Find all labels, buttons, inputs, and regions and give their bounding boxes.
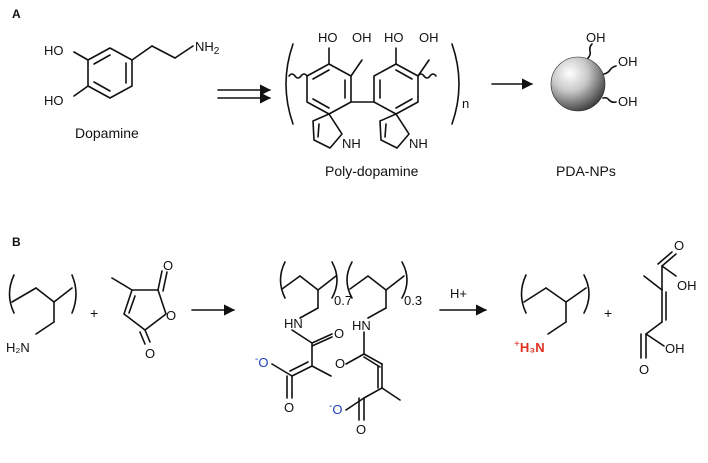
carboxylate-1: -O: [255, 354, 268, 370]
polydopamine-oh-1: HO: [318, 30, 338, 45]
dopamine-amine: NH2: [195, 39, 220, 57]
citraconic-acid-structure: [640, 251, 677, 359]
copolymer-structure: [271, 261, 408, 421]
nanoparticle-name: PDA-NPs: [556, 163, 616, 179]
amide-o-2: O: [335, 356, 345, 371]
acid-oh-top: OH: [677, 278, 697, 293]
acid-o-bottom: O: [639, 362, 649, 377]
dopamine-name: Dopamine: [75, 125, 139, 141]
anhydride-o-bottom: O: [145, 346, 155, 361]
plus-sign-1: +: [90, 305, 98, 321]
acid-oh-bottom: OH: [665, 341, 685, 356]
polydopamine-oh-3: HO: [384, 30, 404, 45]
polydopamine-name: Poly-dopamine: [325, 163, 419, 179]
nanoparticle-oh-2: OH: [618, 54, 638, 69]
polydopamine-oh-4: OH: [419, 30, 439, 45]
polyallylamine-amine: H₂N: [6, 340, 30, 355]
polydopamine-nh-2: NH: [409, 136, 428, 151]
panel-a-label: A: [12, 7, 21, 21]
plus-sign-2: +: [604, 305, 612, 321]
ammonium: +H₃N: [514, 339, 545, 355]
nanoparticle-oh-3: OH: [618, 94, 638, 109]
amide-nh-2: HN: [352, 318, 371, 333]
panel-b-label: B: [12, 235, 21, 249]
polydopamine-oh-2: OH: [352, 30, 372, 45]
amide-nh-1: HN: [284, 316, 303, 331]
protonated-polyallylamine-structure: [520, 274, 590, 335]
ratio-0-7: 0.7: [334, 293, 352, 308]
amide-o-1: O: [334, 326, 344, 341]
carboxylate-2: -O: [329, 401, 342, 417]
polyallylamine-structure: [8, 274, 77, 335]
polydopamine-repeat: n: [462, 96, 469, 111]
carboxylate-o-1: O: [284, 400, 294, 415]
citraconic-anhydride-structure: [111, 270, 168, 345]
carboxylate-o-2: O: [356, 422, 366, 437]
dopamine-oh-top: HO: [44, 43, 64, 58]
acid-o-top: O: [674, 238, 684, 253]
nanoparticle-oh-1: OH: [586, 30, 606, 45]
dopamine-oh-bottom: HO: [44, 93, 64, 108]
pda-nanoparticle: [550, 43, 617, 112]
acid-label: H+: [450, 286, 467, 301]
anhydride-o-top: O: [163, 258, 173, 273]
anhydride-o-ring: O: [166, 308, 176, 323]
polymerization-arrow: [217, 84, 272, 104]
polydopamine-structure: [285, 43, 460, 149]
dopamine-structure: [73, 45, 194, 99]
polydopamine-nh-1: NH: [342, 136, 361, 151]
ratio-0-3: 0.3: [404, 293, 422, 308]
